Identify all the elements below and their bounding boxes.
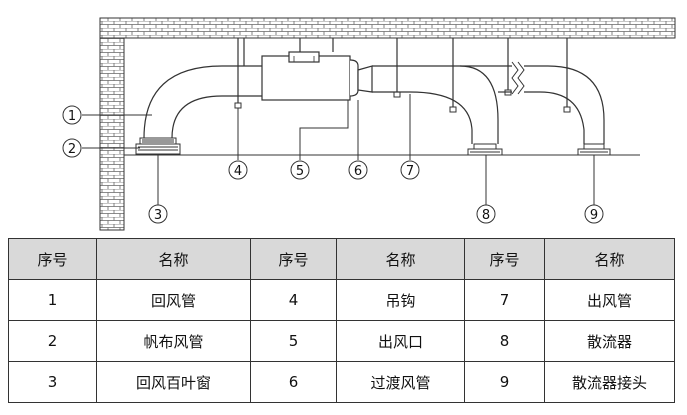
table-cell: 3 bbox=[8, 361, 97, 403]
table-cell: 散流器接头 bbox=[544, 361, 675, 403]
wall bbox=[99, 37, 125, 231]
table-cell: 过渡风管 bbox=[336, 361, 465, 403]
table-cell: 5 bbox=[250, 320, 337, 362]
callout-1: 1 bbox=[62, 105, 82, 125]
callout-5-label: 5 bbox=[296, 164, 304, 179]
ceiling-slab bbox=[99, 17, 676, 39]
callout-4-label: 4 bbox=[234, 164, 242, 179]
callout-1-label: 1 bbox=[68, 109, 76, 124]
table-cell: 回风百叶窗 bbox=[96, 361, 251, 403]
callout-8-label: 8 bbox=[482, 208, 490, 223]
canvas-duct bbox=[139, 137, 177, 145]
table-cell: 散流器 bbox=[544, 320, 675, 362]
hanger-rods bbox=[237, 38, 568, 112]
header-name-1: 名称 bbox=[96, 238, 251, 280]
table-cell: 6 bbox=[250, 361, 337, 403]
table-cell: 回风管 bbox=[96, 279, 251, 321]
callout-6: 6 bbox=[348, 160, 368, 180]
table-row: 2 帆布风管 5 出风口 8 散流器 bbox=[8, 320, 675, 362]
leader-lines bbox=[82, 94, 595, 205]
table-cell: 8 bbox=[464, 320, 545, 362]
header-no-1: 序号 bbox=[8, 238, 97, 280]
header-no-3: 序号 bbox=[464, 238, 545, 280]
table-row: 1 回风管 4 吊钩 7 出风管 bbox=[8, 279, 675, 321]
return-grille bbox=[135, 143, 181, 155]
table-header-row: 序号 名称 序号 名称 序号 名称 bbox=[8, 238, 675, 280]
table-cell: 出风口 bbox=[336, 320, 465, 362]
hook-nuts bbox=[234, 89, 571, 113]
callout-8: 8 bbox=[476, 204, 496, 224]
return-duct bbox=[143, 65, 263, 139]
table-row: 3 回风百叶窗 6 过渡风管 9 散流器接头 bbox=[8, 361, 675, 403]
table-cell: 出风管 bbox=[544, 279, 675, 321]
table-cell: 2 bbox=[8, 320, 97, 362]
diffuser-left bbox=[467, 143, 503, 156]
diffuser-right bbox=[577, 143, 611, 156]
supply-duct bbox=[372, 61, 605, 144]
header-no-2: 序号 bbox=[250, 238, 337, 280]
table-cell: 4 bbox=[250, 279, 337, 321]
fan-coil-unit bbox=[261, 51, 359, 101]
callout-9: 9 bbox=[584, 204, 604, 224]
table-cell: 帆布风管 bbox=[96, 320, 251, 362]
table-cell: 7 bbox=[464, 279, 545, 321]
callout-9-label: 9 bbox=[590, 208, 598, 223]
supply-outlet-leader bbox=[299, 100, 349, 152]
header-name-2: 名称 bbox=[336, 238, 465, 280]
callout-3: 3 bbox=[148, 204, 168, 224]
table-cell: 9 bbox=[464, 361, 545, 403]
callout-6-label: 6 bbox=[354, 164, 362, 179]
callout-4: 4 bbox=[228, 160, 248, 180]
table-cell: 吊钩 bbox=[336, 279, 465, 321]
callout-2-label: 2 bbox=[68, 142, 76, 157]
parts-table: 序号 名称 序号 名称 序号 名称 1 回风管 4 吊钩 7 出风管 2 帆布风… bbox=[8, 238, 675, 403]
callout-7: 7 bbox=[400, 160, 420, 180]
transition-duct bbox=[357, 65, 373, 93]
callout-7-label: 7 bbox=[406, 164, 414, 179]
callout-5: 5 bbox=[290, 160, 310, 180]
table-cell: 1 bbox=[8, 279, 97, 321]
callout-2: 2 bbox=[62, 138, 82, 158]
duct-installation-diagram: 1 2 3 4 5 6 7 8 9 bbox=[62, 17, 676, 231]
header-name-3: 名称 bbox=[544, 238, 675, 280]
callout-3-label: 3 bbox=[154, 208, 162, 223]
